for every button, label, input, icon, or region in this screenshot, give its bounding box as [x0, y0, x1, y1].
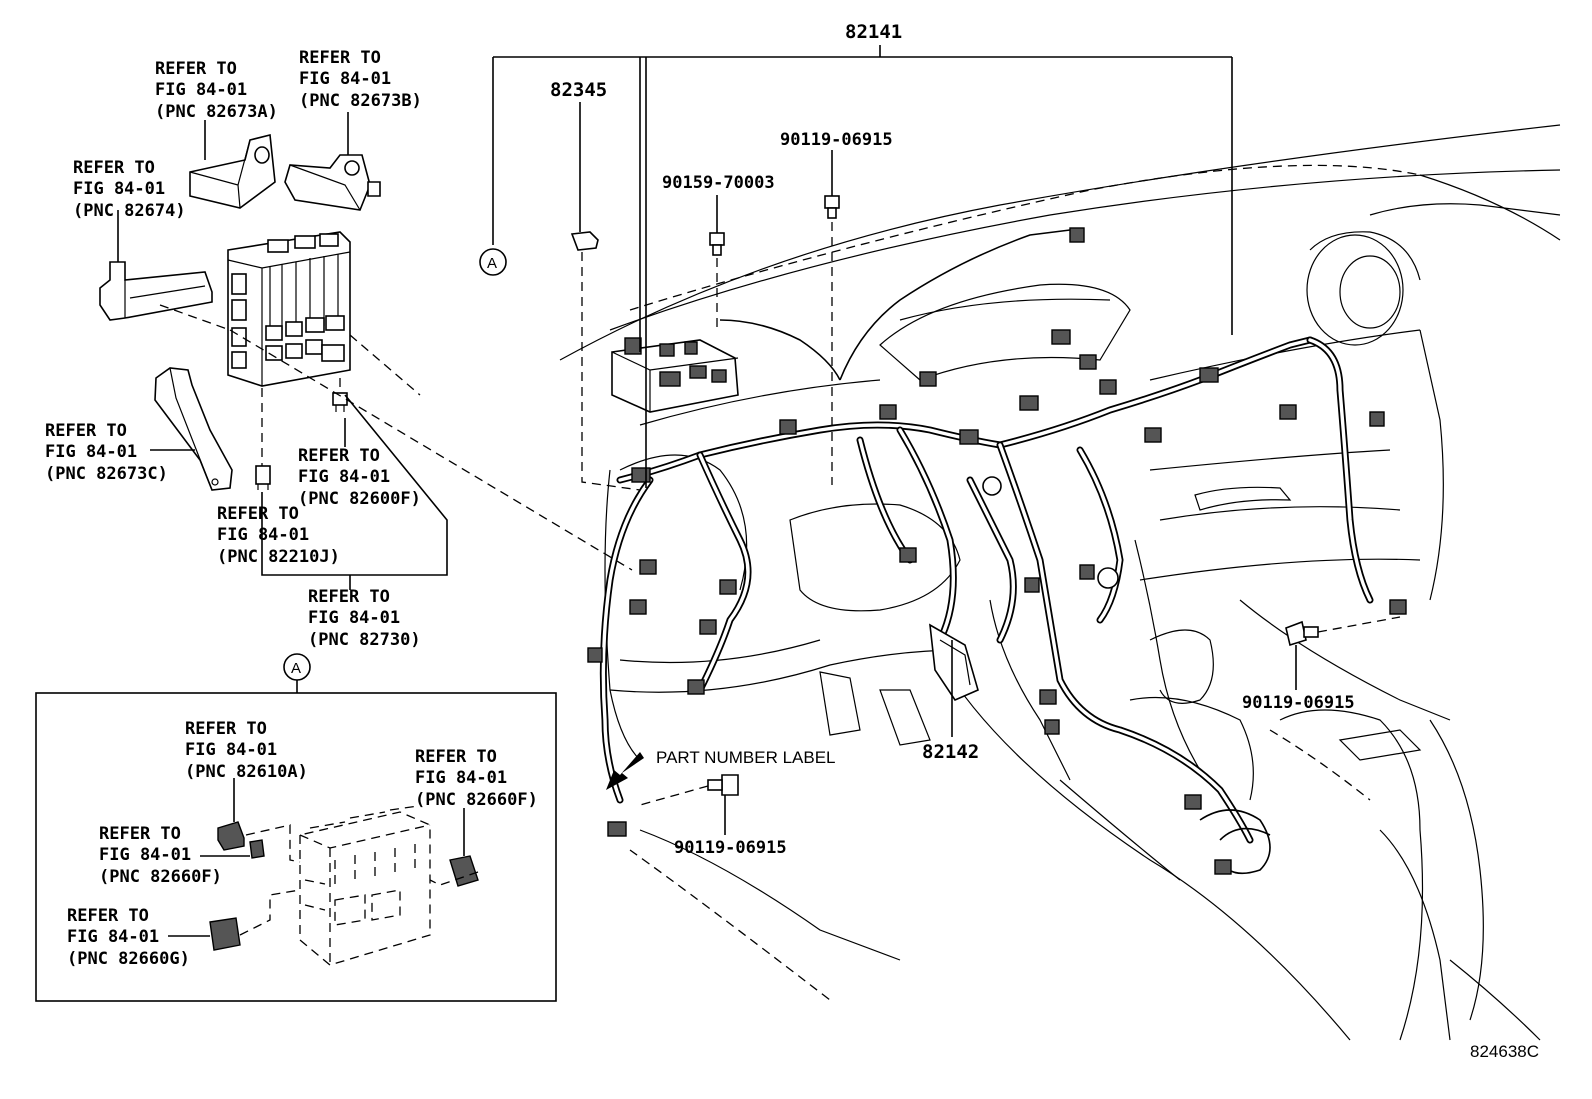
ref-82673c: REFER TO FIG 84-01 (PNC 82673C): [45, 421, 168, 484]
label-90159-70003: 90159-70003: [662, 173, 775, 193]
ref-82210j: REFER TO FIG 84-01 (PNC 82210J): [217, 504, 340, 567]
callout-a-top-text: A: [487, 255, 497, 272]
ref-82673b: REFER TO FIG 84-01 (PNC 82673B): [299, 48, 422, 111]
ref-line: FIG 84-01: [67, 927, 159, 947]
label-90119-06915-right: 90119-06915: [1242, 693, 1355, 713]
ref-line: FIG 84-01: [45, 442, 137, 462]
ref-82673a: REFER TO FIG 84-01 (PNC 82673A): [155, 59, 278, 122]
label-90119-06915-bottom: 90119-06915: [674, 838, 787, 858]
ref-line: REFER TO: [415, 747, 497, 767]
fuse-82600f: [332, 378, 348, 447]
callout-a-inset: [283, 653, 311, 693]
ref-line: REFER TO: [45, 421, 127, 441]
junction-block: [227, 231, 351, 387]
ref-line: FIG 84-01: [415, 768, 507, 788]
ref-line: FIG 84-01: [185, 740, 277, 760]
ref-line: FIG 84-01: [99, 845, 191, 865]
fuse-82210j: [255, 388, 271, 490]
ref-line: REFER TO: [217, 504, 299, 524]
ref-line: (PNC 82673B): [299, 91, 422, 111]
bolt-90119-06915-top: [824, 150, 840, 485]
ref-line: REFER TO: [298, 446, 380, 466]
bracket-82674: [99, 210, 231, 331]
ref-line: REFER TO: [299, 48, 381, 68]
ref-line: (PNC 82660F): [99, 867, 222, 887]
diagram-code: 824638C: [1470, 1042, 1539, 1061]
ref-line: REFER TO: [99, 824, 181, 844]
ref-line: (PNC 82674): [73, 201, 186, 221]
part-number-label-text: PART NUMBER LABEL: [656, 748, 836, 767]
ref-82660g: REFER TO FIG 84-01 (PNC 82660G): [67, 906, 190, 969]
wire-harness-82141: [599, 229, 1374, 875]
ref-line: FIG 84-01: [299, 69, 391, 89]
ref-82600f: REFER TO FIG 84-01 (PNC 82600F): [298, 446, 421, 509]
ref-line: FIG 84-01: [217, 525, 309, 545]
dashboard-outline: [559, 124, 1561, 1041]
ref-line: FIG 84-01: [73, 179, 165, 199]
bolt-90159-70003: [709, 195, 725, 330]
label-82141: 82141: [845, 21, 902, 43]
ref-82660f-right: REFER TO FIG 84-01 (PNC 82660F): [415, 747, 538, 810]
harness-connectors: [587, 227, 1407, 875]
ref-line: FIG 84-01: [155, 80, 247, 100]
ref-82660f-left: REFER TO FIG 84-01 (PNC 82660F): [99, 824, 222, 887]
ref-line: (PNC 82673A): [155, 102, 278, 122]
ref-line: REFER TO: [308, 587, 390, 607]
ref-line: (PNC 82600F): [298, 489, 421, 509]
ref-line: (PNC 82660F): [415, 790, 538, 810]
callout-a-top: [479, 248, 507, 276]
part-number-label-arrow: [606, 752, 644, 790]
bracket-82673b: [284, 112, 381, 211]
ref-line: REFER TO: [73, 158, 155, 178]
callout-a-inset-text: A: [291, 660, 301, 677]
bolt-90119-06915-bottom: [639, 774, 739, 835]
ref-line: REFER TO: [67, 906, 149, 926]
ref-82610a: REFER TO FIG 84-01 (PNC 82610A): [185, 719, 308, 782]
ref-line: (PNC 82210J): [217, 547, 340, 567]
ref-82674: REFER TO FIG 84-01 (PNC 82674): [73, 158, 186, 221]
ref-82730: REFER TO FIG 84-01 (PNC 82730): [308, 587, 421, 650]
leader-82141: [492, 45, 1233, 488]
ref-line: (PNC 82660G): [67, 949, 190, 969]
relay-block-82345: [611, 337, 739, 413]
label-82142: 82142: [922, 741, 979, 763]
ref-line: REFER TO: [185, 719, 267, 739]
small-connector-82345: [570, 102, 641, 491]
ref-line: (PNC 82673C): [45, 464, 168, 484]
leader-82730: [229, 329, 633, 590]
ref-line: FIG 84-01: [298, 467, 390, 487]
ref-line: (PNC 82730): [308, 630, 421, 650]
bracket-82673a: [189, 120, 276, 209]
bracket-82673c: [150, 367, 233, 491]
ref-line: (PNC 82610A): [185, 762, 308, 782]
ref-line: FIG 84-01: [308, 608, 400, 628]
label-90119-06915-top: 90119-06915: [780, 130, 893, 150]
inset-box-a: [35, 692, 557, 1002]
ref-line: REFER TO: [155, 59, 237, 79]
bolt-90119-06915-right: [1285, 616, 1401, 690]
label-82345: 82345: [550, 79, 607, 101]
steering-area-connectors: [929, 623, 979, 702]
